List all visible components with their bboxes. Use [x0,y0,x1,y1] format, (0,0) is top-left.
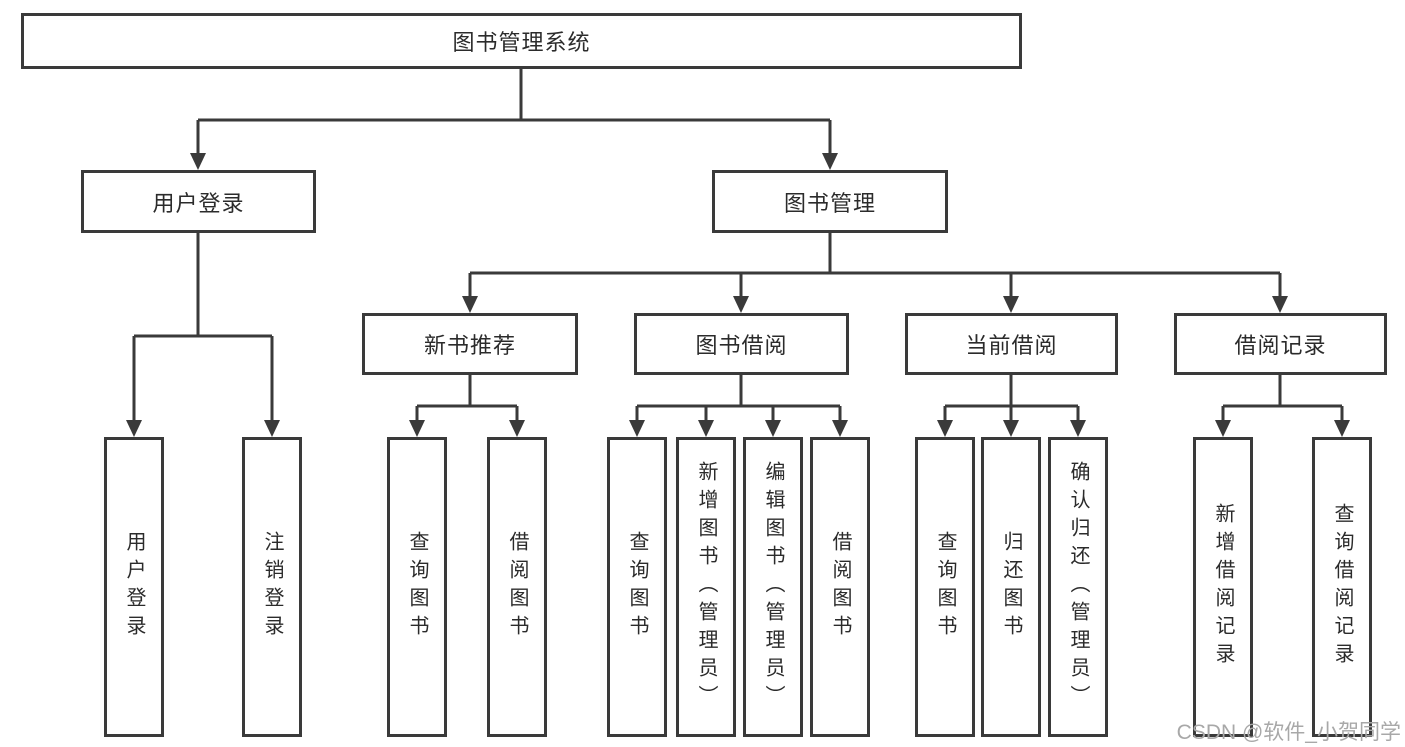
node-label: 查询借阅记录 [1331,503,1353,671]
node-label: 归还图书 [1000,531,1022,643]
node-current-borrow: 当前借阅 [905,313,1118,375]
node-label: 查询图书 [626,531,648,643]
leaf-edit-books-admin: 编辑图书（管理员） [743,437,803,737]
node-root-library-system: 图书管理系统 [21,13,1022,69]
node-user-login: 用户登录 [81,170,316,233]
leaf-query-books-borrow: 查询图书 [607,437,667,737]
node-label: 新增借阅记录 [1212,503,1234,671]
csdn-watermark: CSDN @软件_小贺同学 [1176,721,1401,744]
node-borrow-records: 借阅记录 [1174,313,1387,375]
leaf-query-books-recommend: 查询图书 [387,437,447,737]
leaf-confirm-return-admin: 确认归还（管理员） [1048,437,1108,737]
node-label: 借阅图书 [506,531,528,643]
leaf-add-books-admin: 新增图书（管理员） [676,437,736,737]
node-label: 图书管理 [783,190,876,216]
leaf-add-borrow-record: 新增借阅记录 [1193,437,1253,737]
leaf-logout: 注销登录 [242,437,302,737]
node-label: 图书管理系统 [452,30,591,55]
leaf-borrow-books: 借阅图书 [810,437,870,737]
node-label: 编辑图书（管理员） [762,461,784,713]
node-label: 新书推荐 [423,333,516,358]
arrowheads [126,153,1350,437]
leaf-borrow-books-recommend: 借阅图书 [487,437,547,737]
node-label: 新增图书（管理员） [695,461,717,713]
leaf-query-borrow-record: 查询借阅记录 [1312,437,1372,737]
leaf-return-books: 归还图书 [981,437,1041,737]
node-label: 确认归还（管理员） [1067,461,1089,713]
node-label: 查询图书 [406,531,428,643]
node-new-book-recommend: 新书推荐 [362,313,578,375]
leaf-query-books-current: 查询图书 [915,437,975,737]
node-label: 借阅记录 [1234,333,1327,358]
node-label: 当前借阅 [965,333,1058,358]
node-label: 借阅图书 [829,531,851,643]
node-label: 图书借阅 [695,333,788,358]
leaf-user-login: 用户登录 [104,437,164,737]
node-label: 用户登录 [123,531,145,643]
node-book-management: 图书管理 [712,170,948,233]
node-label: 查询图书 [934,531,956,643]
node-label: 用户登录 [152,190,245,216]
node-book-borrow: 图书借阅 [634,313,849,375]
node-label: 注销登录 [261,531,283,643]
